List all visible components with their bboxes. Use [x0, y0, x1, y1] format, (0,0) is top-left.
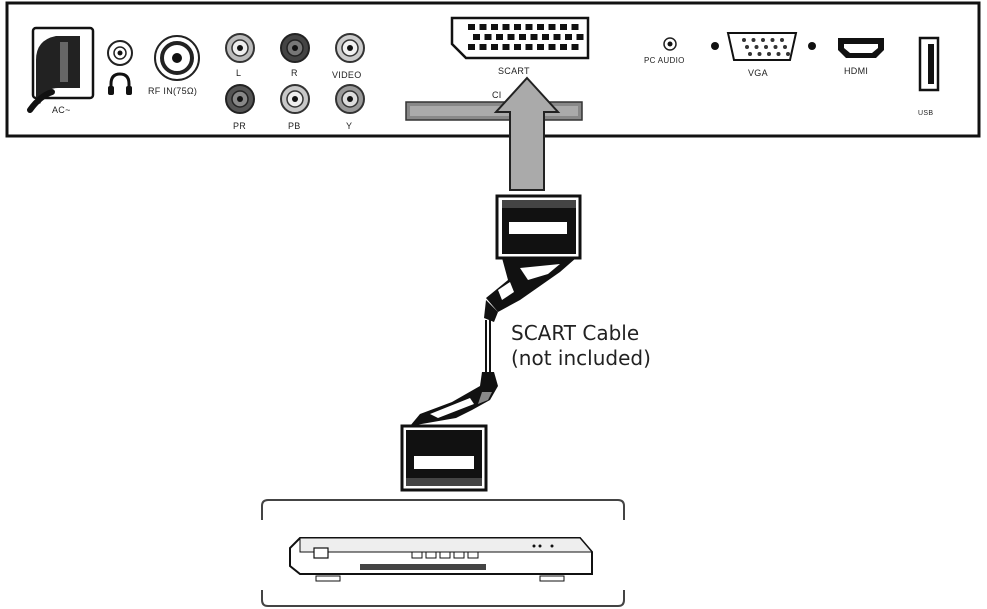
label-video: VIDEO [332, 70, 362, 80]
rca-jack-r [280, 33, 310, 63]
label-pc-audio: PC AUDIO [644, 56, 685, 65]
hdmi-port [838, 38, 884, 58]
rca-jack-pr [225, 84, 255, 114]
cable-label-line1: SCART Cable [511, 321, 640, 345]
ac-power-socket [27, 26, 95, 113]
label-l: L [236, 68, 242, 78]
rf-in-connector [154, 35, 200, 81]
rca-jack-y [335, 84, 365, 114]
headphone-jack [107, 40, 133, 66]
pc-audio-jack [663, 37, 677, 51]
label-vga: VGA [748, 68, 768, 78]
label-r: R [291, 68, 298, 78]
rca-jack-l [225, 33, 255, 63]
label-ci: CI [492, 90, 502, 100]
rca-jack-video [335, 33, 365, 63]
label-usb: USB [918, 110, 934, 117]
scart-socket [450, 16, 590, 60]
vga-port [711, 32, 816, 61]
headphone-icon [108, 72, 132, 95]
usb-port [918, 36, 940, 92]
label-y: Y [346, 121, 353, 131]
label-pb: PB [288, 121, 301, 131]
label-ac: AC~ [52, 105, 71, 115]
scart-cable [400, 194, 582, 492]
external-device [289, 537, 594, 582]
label-hdmi: HDMI [844, 66, 869, 76]
connection-arrow [493, 76, 561, 191]
device-bracket [261, 499, 625, 607]
rca-jack-pb [280, 84, 310, 114]
label-scart: SCART [498, 66, 530, 76]
label-rf-in: RF IN(75Ω) [148, 86, 198, 96]
label-pr: PR [233, 121, 247, 131]
cable-label-line2: (not included) [511, 346, 651, 370]
